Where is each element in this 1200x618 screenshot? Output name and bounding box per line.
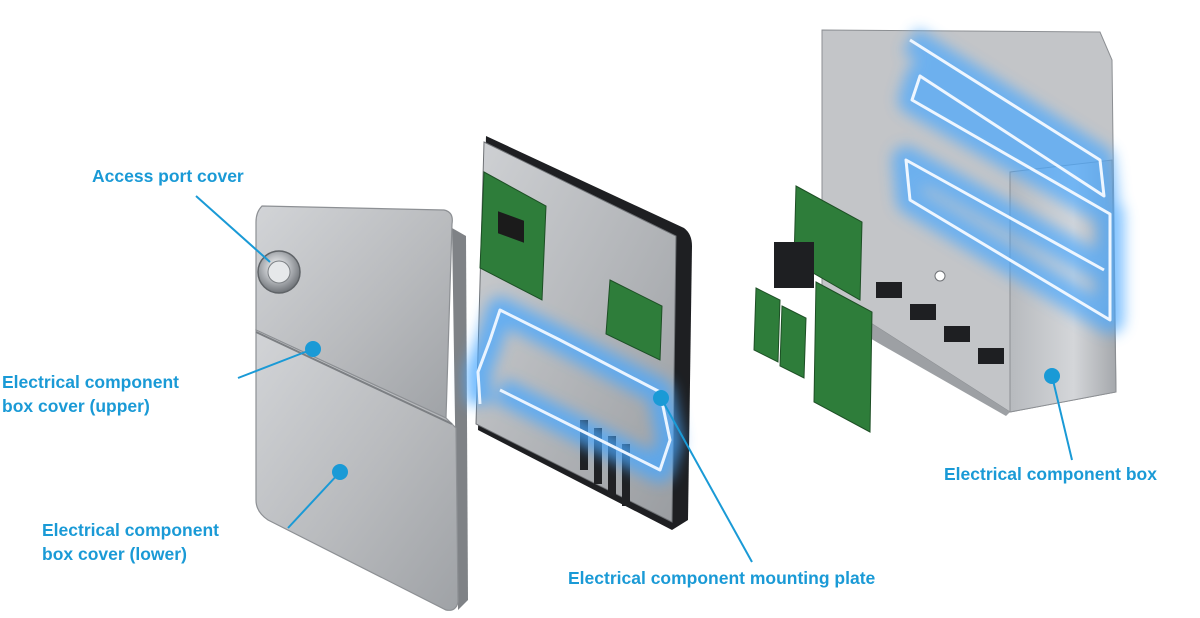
label-mounting-plate-text: Electrical component mounting plate (568, 568, 876, 588)
label-cover-upper-line1: Electrical component (2, 372, 179, 392)
leader-lines (195, 195, 1073, 563)
label-cover-lower-line2: box cover (lower) (42, 544, 187, 564)
leader-component-box (1051, 375, 1073, 461)
box-pcb-main (813, 281, 873, 433)
pcb-chip (498, 211, 524, 243)
component-box-assembly (753, 28, 1124, 433)
marker-component-box (1044, 368, 1060, 384)
leader-cover-upper (237, 348, 314, 379)
box-connectors (876, 282, 1004, 364)
cover-edge (452, 228, 468, 610)
leader-mounting-plate (660, 397, 753, 563)
box-hole (934, 270, 946, 282)
mounting-plate-assembly (465, 136, 692, 530)
label-cover-lower: Electrical component box cover (lower) (42, 518, 219, 566)
label-access-port-cover: Access port cover (92, 164, 244, 188)
leader-access-port (195, 195, 271, 263)
label-cover-upper-line2: box cover (upper) (2, 396, 150, 416)
cover-seam (255, 331, 453, 425)
label-cover-upper: Electrical component box cover (upper) (2, 370, 179, 418)
label-component-box: Electrical component box (944, 462, 1157, 486)
label-access-port-cover-text: Access port cover (92, 166, 244, 186)
marker-cover-lower (332, 464, 348, 480)
marker-cover-upper (305, 341, 321, 357)
pcb-board-2 (605, 279, 663, 361)
box-relay (774, 242, 814, 288)
box-cover-lower (255, 329, 459, 611)
label-component-box-text: Electrical component box (944, 464, 1157, 484)
leader-cover-lower (287, 471, 341, 529)
access-port-inner (267, 260, 291, 284)
box-pcb-small-1 (753, 287, 781, 363)
box-heater-wire (904, 38, 1112, 322)
marker-mounting-plate (653, 390, 669, 406)
label-cover-lower-line1: Electrical component (42, 520, 219, 540)
label-mounting-plate: Electrical component mounting plate (568, 566, 875, 590)
box-cover-assembly (255, 205, 468, 611)
marker-dots (305, 341, 1060, 480)
box-pcb-small-2 (779, 305, 807, 379)
heater-wire (476, 308, 672, 472)
